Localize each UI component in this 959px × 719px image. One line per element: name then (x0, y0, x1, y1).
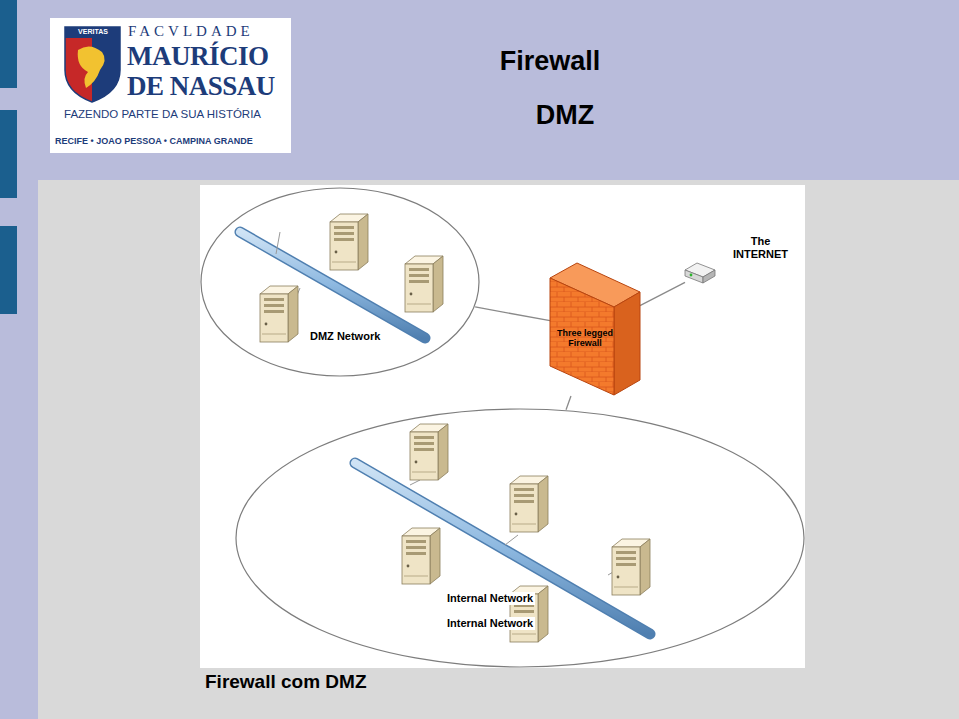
firewall-box: Three legged Firewall (550, 262, 640, 396)
zone-ellipse (201, 188, 479, 376)
zone-ellipse (236, 409, 804, 667)
slide-title: Firewall (400, 46, 700, 77)
side-bar (0, 226, 17, 314)
network-link (475, 307, 550, 321)
network-pipe (355, 463, 650, 634)
body-panel (38, 180, 959, 719)
firewall-wall (550, 263, 640, 395)
logo-slogan: FAZENDO PARTE DA SUA HISTÓRIA (64, 108, 261, 121)
logo-motto: VERITAS (66, 28, 120, 36)
node-label: The INTERNET (733, 235, 788, 260)
network-zone: Internal NetworkInternal Network (235, 408, 805, 668)
network-link (566, 396, 571, 410)
internet-node: The INTERNET (683, 232, 788, 287)
internet-device (685, 263, 715, 283)
node-label: Three legged Firewall (554, 328, 616, 349)
logo-name: DE NASSAU (127, 71, 275, 102)
logo-faculty: FACVLDADE (128, 23, 254, 40)
network-link (640, 282, 685, 305)
header-band (0, 0, 959, 180)
figure-caption: Firewall com DMZ (205, 671, 367, 693)
node-label: DMZ Network (308, 330, 382, 343)
logo-panel (50, 18, 291, 153)
network-pipe-shine (355, 463, 650, 634)
side-bar (0, 110, 17, 198)
picture-frame (200, 185, 805, 668)
node-label: Internal Network (445, 617, 535, 630)
side-bar (0, 0, 17, 88)
node-label: Internal Network (445, 592, 535, 605)
server-icons (260, 214, 650, 642)
slide-subtitle: DMZ (415, 100, 715, 131)
logo-name: MAURÍCIO (127, 41, 269, 72)
logo-shield (65, 27, 120, 102)
node-outline (200, 187, 480, 377)
network-zone: DMZ Network (200, 187, 480, 377)
server-drops (276, 232, 620, 600)
logo-cities: RECIFE • JOAO PESSOA • CAMPINA GRANDE (55, 136, 253, 146)
